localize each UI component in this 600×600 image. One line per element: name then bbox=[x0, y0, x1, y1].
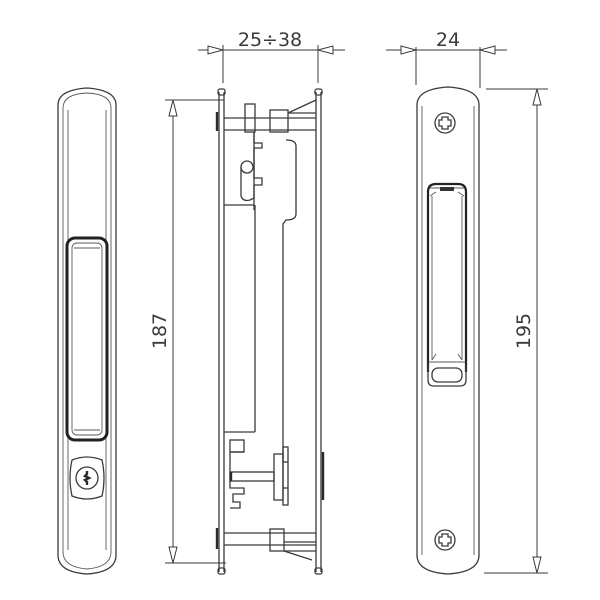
key-cylinder-icon bbox=[69, 456, 105, 500]
dimension-plate-height: 195 bbox=[484, 88, 548, 574]
dimension-label: 24 bbox=[436, 29, 460, 51]
dimension-side-height: 187 bbox=[149, 99, 226, 564]
dimension-label: 195 bbox=[513, 313, 535, 349]
screw-icon bbox=[434, 112, 456, 134]
front-view-handle bbox=[57, 87, 117, 575]
dimension-label: 187 bbox=[149, 313, 171, 349]
grip-recess bbox=[426, 182, 468, 372]
back-view-plate bbox=[416, 86, 480, 575]
side-section-view bbox=[215, 88, 325, 575]
dimension-side-depth: 25÷38 bbox=[198, 29, 345, 83]
grip-recess bbox=[65, 236, 109, 442]
dimension-label: 25÷38 bbox=[238, 29, 302, 51]
dimension-plate-width: 24 bbox=[386, 29, 507, 88]
screw-icon bbox=[434, 529, 456, 551]
